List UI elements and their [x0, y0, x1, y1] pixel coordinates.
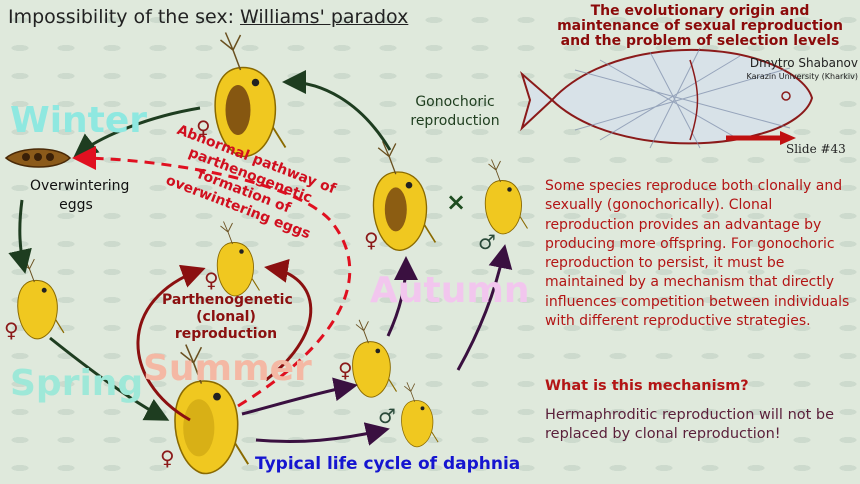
overwintering-eggs-label: Overwintering eggs [30, 178, 130, 213]
female-symbol: ♀ [4, 318, 19, 342]
arrow-eggs-to-spring [8, 199, 32, 274]
williams-paradox-link[interactable]: Williams' paradox [240, 6, 409, 28]
overwintering-eggs [4, 148, 72, 168]
university-name: Karazin University (Kharkiv) [746, 72, 858, 81]
daphnia-male-autumn [484, 158, 529, 235]
answer-text: Hermaphroditic reproduction will not be … [545, 407, 835, 442]
arrow-summer-to-female [241, 377, 358, 416]
daphnia-female-parthenogenetic [216, 220, 261, 297]
male-symbol: ♂ [378, 404, 396, 428]
season-winter-label: Winter [10, 100, 148, 141]
female-symbol: ♀ [338, 358, 353, 382]
daphnia-male-small [401, 381, 439, 448]
slide-title-prefix: Impossibility of the sex: [8, 6, 241, 28]
arrow-summer-to-male [255, 422, 390, 446]
slide-number: Slide #43 [786, 142, 846, 156]
typical-life-cycle-label: Typical life cycle of daphnia [255, 454, 521, 474]
season-autumn-label: Autumn [370, 270, 530, 311]
arrow-spring-to-summer [49, 336, 170, 421]
parthenogenetic-reproduction-label: Parthenogenetic (clonal) reproduction [162, 292, 293, 342]
female-symbol: ♀ [204, 268, 219, 292]
cross-icon: × [446, 188, 467, 216]
daphnia-female-summer [174, 343, 250, 475]
daphnia-female-autumn [372, 140, 437, 252]
male-symbol: ♂ [478, 230, 496, 254]
body-text: Some species reproduce both clonally and… [545, 178, 850, 330]
arrow-parth-loop-left [136, 264, 206, 422]
arrow-abnormal-pathway [72, 146, 352, 408]
author-name: Dmytro Shabanov [749, 56, 858, 70]
season-summer-label: Summer [143, 348, 312, 389]
fish-illustration [520, 47, 814, 149]
female-symbol: ♀ [196, 116, 211, 140]
arrow-winter-female-back [282, 70, 392, 151]
gonochoric-reproduction-label: Gonochoric reproduction [410, 94, 500, 129]
daphnia-female-spring [17, 256, 65, 340]
arrow-parth-loop-right [264, 259, 313, 382]
daphnia-female-winter [214, 31, 287, 158]
season-spring-label: Spring [10, 363, 144, 404]
presentation-title: The evolutionary origin and maintenance … [557, 3, 843, 49]
female-symbol: ♀ [364, 228, 379, 252]
arrow-female-to-autumn [386, 256, 418, 337]
female-symbol: ♀ [160, 446, 175, 470]
question-text: What is this mechanism? [545, 378, 749, 394]
arrow-male-to-autumn-male [456, 244, 513, 371]
slide-title: Impossibility of the sex: Williams' para… [8, 6, 408, 28]
